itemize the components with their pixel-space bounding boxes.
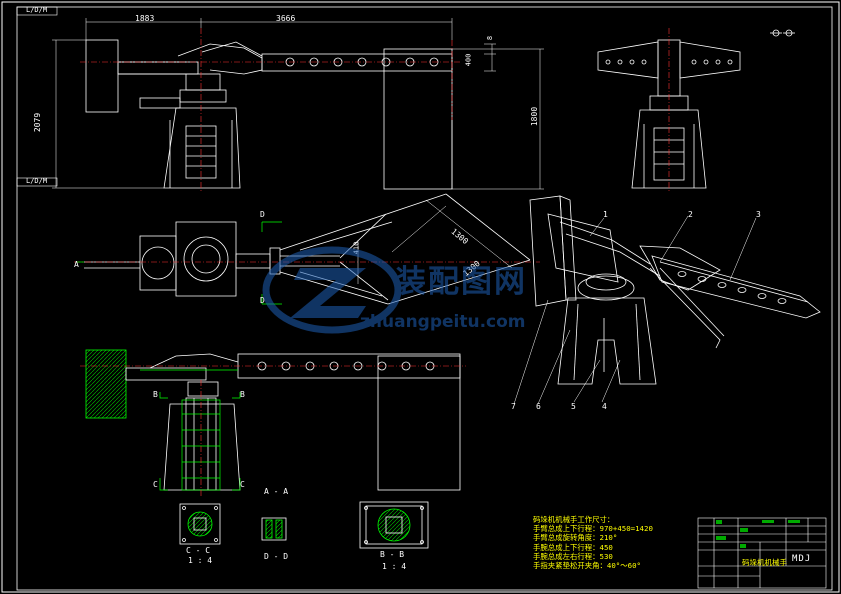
caption-bb-scale: 1 : 4	[382, 562, 407, 571]
notes-line: 手腕总成左右行程：530	[533, 551, 613, 561]
mark-c-left: C	[153, 480, 158, 489]
caption-aa: A - A	[264, 487, 289, 496]
scale-marks	[770, 29, 795, 37]
caption-bb: B - B	[380, 550, 405, 559]
part-number-5: 5	[571, 402, 576, 411]
notes-line: 手臂总成上下行程：970+450=1420	[533, 524, 653, 534]
corner-code-box	[16, 6, 58, 16]
notes-line: 手腕总成上下行程：450	[533, 542, 613, 552]
mark-b-right: B	[240, 390, 245, 399]
dim-small-gap: 8	[486, 35, 495, 41]
mark-d-bottom: D	[260, 296, 265, 305]
corner-code-lower: L/D/M	[26, 177, 48, 185]
section-bb	[359, 501, 429, 549]
title-block-fills	[716, 520, 800, 548]
mark-c-right: C	[240, 480, 245, 489]
side-elevation	[597, 39, 741, 189]
section-view-green	[140, 369, 241, 491]
part-number-3: 3	[756, 210, 761, 219]
caption-cc: C - C	[186, 546, 211, 555]
part-number-4: 4	[602, 402, 607, 411]
title-block-title: 码垛机机械手	[742, 558, 787, 567]
notes-title: 码垛机机械手工作尺寸：	[533, 515, 615, 524]
notes-line: 手指夹紧垫松开夹角：40°～60°	[533, 561, 641, 571]
notes-line: 手臂总成旋转角度：210°	[533, 533, 618, 543]
front-elevation-centerlines	[80, 28, 460, 192]
plan-view-dimensions	[357, 199, 513, 284]
part-number-6: 6	[536, 402, 541, 411]
leader-lines	[513, 215, 757, 405]
technical-notes: 码垛机机械手工作尺寸： 手臂总成上下行程：970+450=1420 手臂总成旋转…	[533, 515, 653, 570]
section-cc	[179, 503, 221, 545]
plan-view	[84, 193, 531, 305]
dim-top-height: 2079	[33, 112, 43, 133]
part-number-1: 1	[603, 210, 608, 219]
dim-side-height: 1800	[530, 106, 540, 127]
mark-a: A	[74, 260, 79, 269]
title-block	[697, 517, 827, 589]
front-elevation	[85, 39, 453, 190]
mark-b-left: B	[153, 390, 158, 399]
dim-top-reach: 3666	[276, 14, 296, 23]
section-view-centerline	[80, 365, 466, 496]
part-number-2: 2	[688, 210, 693, 219]
dim-small-height: 400	[464, 53, 473, 67]
section-dd	[261, 517, 287, 541]
section-markers-d	[76, 221, 282, 305]
front-elevation-dimensions	[52, 18, 544, 190]
section-view	[85, 349, 461, 491]
corner-code-box-bottom	[16, 177, 58, 187]
part-number-7: 7	[511, 402, 516, 411]
mark-d-top: D	[260, 210, 265, 219]
corner-code: L/D/M	[26, 6, 48, 14]
caption-cc-scale: 1 : 4	[188, 556, 213, 565]
title-block-code: MDJ	[792, 554, 812, 564]
inner-frame	[16, 6, 833, 591]
dim-plan-width: 410	[352, 241, 361, 255]
isometric-view	[529, 195, 821, 385]
caption-dd: D - D	[264, 552, 289, 561]
dim-top-left-width: 1883	[135, 14, 155, 23]
